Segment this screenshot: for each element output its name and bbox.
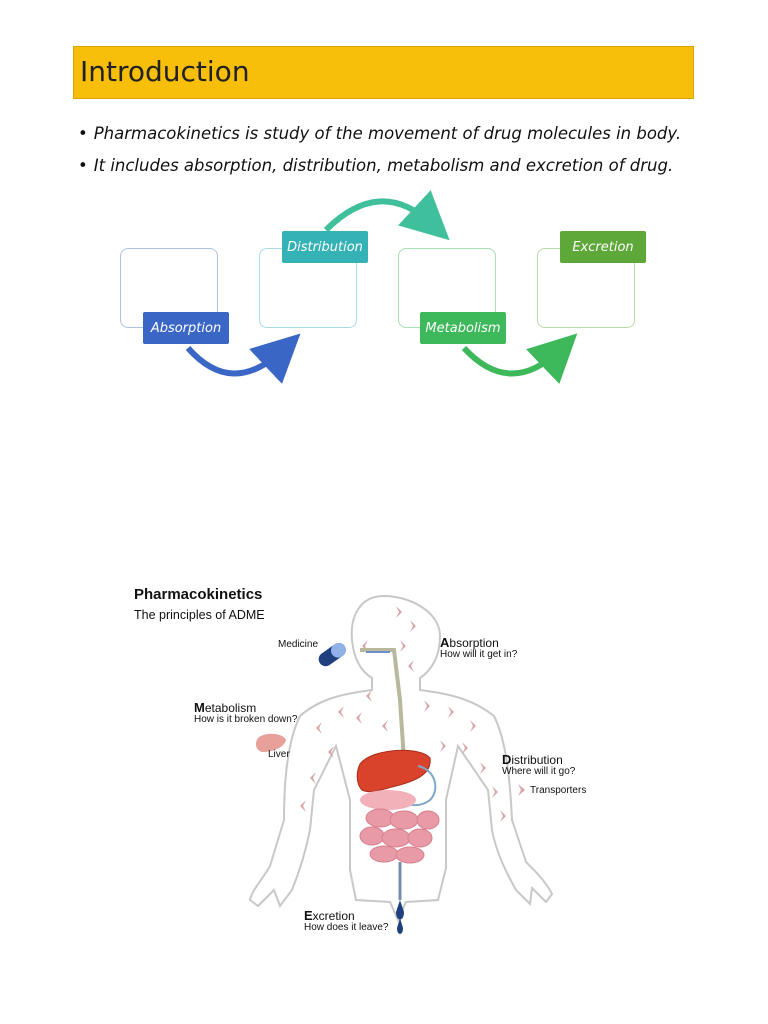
absorption-question: How will it get in? [440,649,518,660]
excretion-label: Excretion How does it leave? [304,908,389,933]
liver-organ [356,749,431,793]
process-arrows [185,190,578,384]
title-bar: Introduction [73,46,694,99]
bullet-item: • It includes absorption, distribution, m… [78,150,718,182]
intestines [359,808,440,864]
metabolism-question: How is it broken down? [194,714,298,725]
metabolism-word: etabolism [204,701,257,715]
absorption-tag: Absorption [143,312,229,344]
distribution-initial: D [502,752,512,767]
transport-chevrons [300,606,506,822]
absorption-initial: A [440,635,450,650]
liver-label: Liver [268,749,290,760]
excretion-tag: Excretion [560,231,646,263]
metabolism-tag: Metabolism [420,312,506,344]
distribution-label: Distribution Where will it go? [502,752,576,777]
metabolism-label: Metabolism How is it broken down? [194,700,298,725]
bullet-text: It includes absorption, distribution, me… [93,156,674,175]
liver-icon [255,733,286,752]
bullet-item: • Pharmacokinetics is study of the moveme… [78,118,718,150]
absorption-label: Absorption How will it get in? [440,635,518,660]
distribution-word: istribution [511,753,563,767]
absorption-word: bsorption [449,636,499,650]
transporters-label: Transporters [530,785,587,796]
arrow-metabolism-to-excretion [461,333,578,384]
arrow-distribution-to-metabolism [323,190,450,241]
medicine-label: Medicine [278,639,319,650]
intestine-upper [360,790,416,810]
arrow-absorption-to-distribution [185,333,301,384]
bullet-dot: • [78,156,88,175]
page-title: Introduction [80,55,250,88]
excretion-word: xcretion [312,909,355,923]
excretion-drop-icon [396,900,404,920]
distribution-tag: Distribution [282,231,368,263]
medicine-capsule-icon [318,643,346,667]
figure-title: Pharmacokinetics [134,586,263,603]
distribution-question: Where will it go? [502,766,576,777]
oesophagus [360,648,406,761]
excretion-drop-icon [397,918,403,934]
excretion-initial: E [304,908,313,923]
bullet-list: • Pharmacokinetics is study of the moveme… [78,118,718,182]
transporter-icon [518,784,525,796]
bullet-text: Pharmacokinetics is study of the movemen… [93,124,682,143]
metabolism-initial: M [194,700,205,715]
figure-subtitle: The principles of ADME [134,608,265,622]
excretion-question: How does it leave? [304,922,389,933]
bullet-dot: • [78,124,88,143]
